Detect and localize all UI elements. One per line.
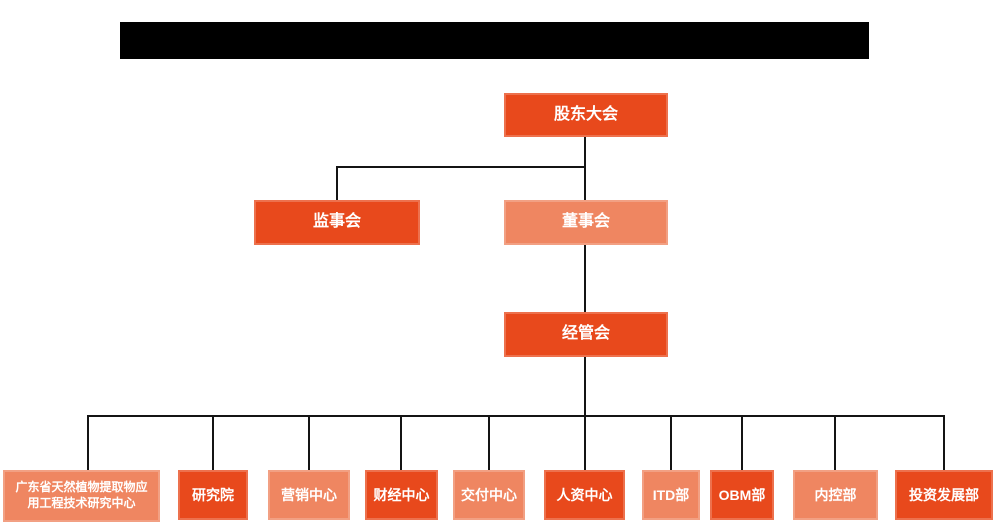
- org-node-label: OBM部: [718, 486, 766, 503]
- connector-line: [741, 415, 743, 470]
- org-node-gd-research-center: 广东省天然植物提取物应用工程技术研究中心: [3, 470, 160, 522]
- connector-line: [336, 166, 338, 200]
- org-node-label: ITD部: [652, 486, 690, 503]
- connector-line: [943, 415, 945, 470]
- connector-line: [212, 415, 214, 470]
- connector-line: [584, 357, 586, 417]
- org-node-hr-center: 人资中心: [544, 470, 625, 520]
- org-node-investment-development-dept: 投资发展部: [895, 470, 993, 520]
- org-node-itd-dept: ITD部: [642, 470, 700, 520]
- connector-line: [670, 415, 672, 470]
- connector-line: [834, 415, 836, 470]
- org-node-label: 监事会: [312, 213, 361, 231]
- org-node-internal-control-dept: 内控部: [793, 470, 878, 520]
- org-node-label: 交付中心: [461, 486, 517, 503]
- org-node-research-institute: 研究院: [178, 470, 248, 520]
- connector-line: [584, 415, 586, 470]
- connector-line: [584, 245, 586, 312]
- org-node-label: 投资发展部: [909, 486, 979, 503]
- title-redaction-bar: [120, 22, 869, 59]
- connector-line: [87, 415, 89, 470]
- org-node-management-committee: 经管会: [504, 312, 668, 357]
- org-node-label: 内控部: [814, 486, 857, 503]
- org-node-finance-center: 财经中心: [365, 470, 438, 520]
- org-node-label: 股东大会: [553, 105, 618, 123]
- org-node-label: 研究院: [192, 486, 234, 503]
- org-node-label: 营销中心: [281, 486, 337, 503]
- org-node-supervisory-board: 监事会: [254, 200, 420, 245]
- connector-line: [488, 415, 490, 470]
- connector-line: [400, 415, 402, 470]
- connector-line: [584, 137, 586, 200]
- org-node-label: 广东省天然植物提取物应用工程技术研究中心: [15, 480, 148, 510]
- org-node-label: 经管会: [561, 325, 610, 343]
- org-node-marketing-center: 营销中心: [268, 470, 350, 520]
- org-node-shareholders-meeting: 股东大会: [504, 93, 668, 137]
- org-node-delivery-center: 交付中心: [453, 470, 525, 520]
- connector-line: [308, 415, 310, 470]
- org-node-label: 董事会: [561, 213, 610, 231]
- connector-line: [87, 415, 945, 417]
- connector-line: [336, 166, 586, 168]
- org-node-label: 人资中心: [556, 486, 613, 503]
- org-node-label: 财经中心: [373, 486, 430, 503]
- org-node-board-of-directors: 董事会: [504, 200, 668, 245]
- org-node-obm-dept: OBM部: [710, 470, 774, 520]
